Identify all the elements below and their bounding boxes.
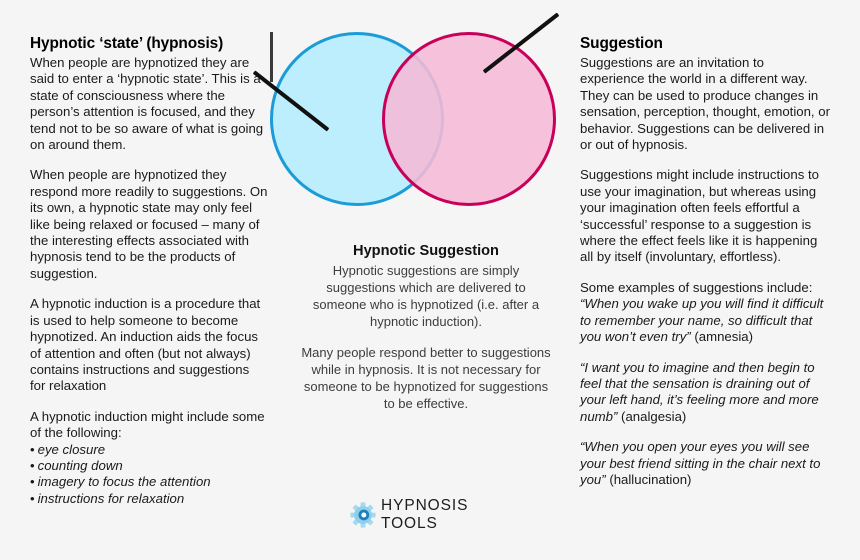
suggestion-example-analgesia: “I want you to imagine and then begin to…	[580, 360, 832, 426]
list-item: instructions for relaxation	[30, 491, 268, 507]
quote-tag: (analgesia)	[617, 408, 687, 424]
list-item: imagery to focus the attention	[30, 474, 268, 490]
brand-name: HYPNOSIS TOOLS	[381, 497, 469, 532]
center-paragraph-1: Hypnotic suggestions are simply suggesti…	[312, 263, 540, 329]
gear-icon	[350, 502, 376, 528]
right-column-heading: Suggestion	[580, 35, 663, 52]
quote-tag: (amnesia)	[690, 329, 753, 345]
quote-text: “When you open your eyes you will see yo…	[580, 439, 821, 487]
left-paragraph-2: When people are hypnotized they respond …	[30, 167, 268, 281]
quote-text: “When you wake up you will find it diffi…	[580, 296, 824, 345]
induction-bullet-list: eye closure counting down imagery to foc…	[30, 442, 268, 508]
brand-logo: HYPNOSIS TOOLS	[350, 497, 510, 532]
right-paragraph-1: Suggestions are an invitation to experie…	[580, 55, 830, 153]
leader-line-center-pointer	[270, 32, 273, 82]
left-text-column: Hypnotic ‘state’ (hypnosis) When people …	[30, 34, 268, 507]
left-column-heading: Hypnotic ‘state’ (hypnosis)	[30, 35, 224, 52]
quote-tag: (hallucination)	[605, 471, 692, 487]
examples-intro: Some examples of suggestions include:	[580, 279, 813, 295]
venn-diagram	[252, 12, 560, 232]
quote-text: “I want you to imagine and then begin to…	[580, 359, 819, 424]
venn-circle-suggestion	[382, 32, 556, 206]
center-text-column: Hypnotic Suggestion Hypnotic suggestions…	[300, 243, 552, 412]
right-paragraph-2: Suggestions might include instructions t…	[580, 167, 819, 265]
right-text-column: Suggestion Suggestions are an invitation…	[580, 34, 832, 502]
center-column-heading: Hypnotic Suggestion	[353, 243, 499, 259]
list-item: counting down	[30, 458, 268, 474]
center-paragraph-2: Many people respond better to suggestion…	[301, 345, 551, 411]
left-list-intro: A hypnotic induction might include some …	[30, 408, 265, 441]
suggestion-example-hallucination: “When you open your eyes you will see yo…	[580, 439, 832, 488]
list-item: eye closure	[30, 442, 268, 458]
left-paragraph-1: When people are hypnotized they are said…	[30, 55, 264, 153]
left-paragraph-3: A hypnotic induction is a procedure that…	[30, 296, 261, 394]
suggestion-example-amnesia: “When you wake up you will find it diffi…	[580, 296, 832, 345]
